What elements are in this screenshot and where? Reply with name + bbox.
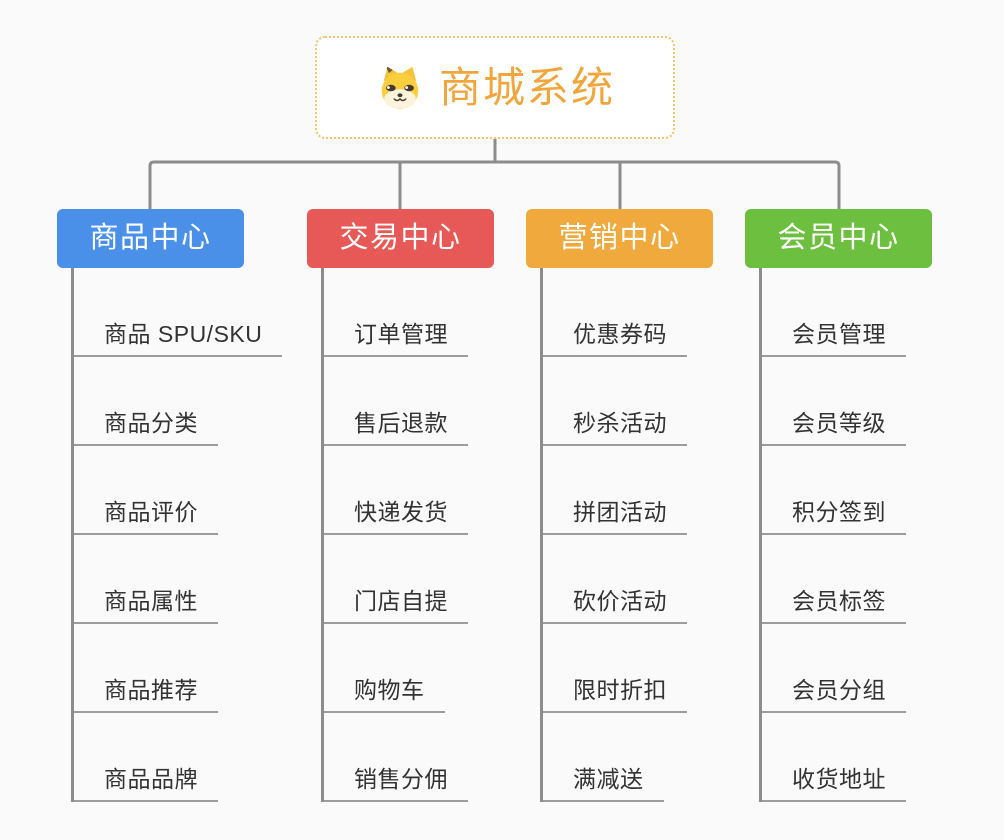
leaf-label: 收货地址 <box>792 766 886 792</box>
leaf-item[interactable]: 商品推荐 <box>74 624 218 713</box>
leaf-item[interactable]: 商品品牌 <box>74 713 218 802</box>
branch-label: 商品中心 <box>89 222 212 254</box>
leaf-item[interactable]: 会员管理 <box>762 268 906 357</box>
branch-marketing-center[interactable]: 营销中心 <box>526 209 713 268</box>
leaf-label: 拼团活动 <box>573 499 667 525</box>
branch-label: 会员中心 <box>777 222 900 254</box>
leaf-item[interactable]: 满减送 <box>543 713 664 802</box>
leaf-item[interactable]: 限时折扣 <box>543 624 687 713</box>
leaf-label: 商品分类 <box>104 410 198 436</box>
leaf-label: 商品评价 <box>104 499 198 525</box>
branch-product-center[interactable]: 商品中心 <box>57 209 244 268</box>
leaf-item[interactable]: 秒杀活动 <box>543 357 687 446</box>
branch-label: 交易中心 <box>339 222 462 254</box>
leaf-label: 商品推荐 <box>104 677 198 703</box>
leaf-label: 满减送 <box>573 766 644 792</box>
leaf-column-trade: 订单管理 售后退款 快递发货 门店自提 购物车 销售分佣 <box>321 268 468 802</box>
branch-member-center[interactable]: 会员中心 <box>745 209 932 268</box>
leaf-label: 销售分佣 <box>354 766 448 792</box>
leaf-label: 会员标签 <box>792 588 886 614</box>
leaf-item[interactable]: 商品分类 <box>74 357 218 446</box>
leaf-label: 订单管理 <box>354 321 448 347</box>
leaf-item[interactable]: 会员分组 <box>762 624 906 713</box>
dog-face-icon <box>381 66 419 109</box>
leaf-label: 限时折扣 <box>573 677 667 703</box>
leaf-item[interactable]: 订单管理 <box>324 268 468 357</box>
leaf-label: 商品品牌 <box>104 766 198 792</box>
leaf-label: 优惠券码 <box>573 321 667 347</box>
leaf-item[interactable]: 售后退款 <box>324 357 468 446</box>
root-node[interactable]: 商城系统 <box>315 36 675 139</box>
leaf-item[interactable]: 商品 SPU/SKU <box>74 268 283 357</box>
leaf-label: 购物车 <box>354 677 425 703</box>
leaf-label: 售后退款 <box>354 410 448 436</box>
leaf-label: 会员等级 <box>792 410 886 436</box>
leaf-item[interactable]: 优惠券码 <box>543 268 687 357</box>
leaf-column-member: 会员管理 会员等级 积分签到 会员标签 会员分组 收货地址 <box>759 268 906 802</box>
leaf-label: 会员管理 <box>792 321 886 347</box>
leaf-label: 商品 SPU/SKU <box>104 321 263 347</box>
branch-trade-center[interactable]: 交易中心 <box>307 209 494 268</box>
leaf-item[interactable]: 会员等级 <box>762 357 906 446</box>
leaf-label: 门店自提 <box>354 588 448 614</box>
leaf-item[interactable]: 商品属性 <box>74 535 218 624</box>
root-title: 商城系统 <box>438 63 615 111</box>
branch-label: 营销中心 <box>558 222 681 254</box>
leaf-item[interactable]: 会员标签 <box>762 535 906 624</box>
leaf-label: 秒杀活动 <box>573 410 667 436</box>
leaf-item[interactable]: 快递发货 <box>324 446 468 535</box>
leaf-label: 积分签到 <box>792 499 886 525</box>
leaf-item[interactable]: 购物车 <box>324 624 445 713</box>
leaf-column-marketing: 优惠券码 秒杀活动 拼团活动 砍价活动 限时折扣 满减送 <box>540 268 687 802</box>
leaf-label: 商品属性 <box>104 588 198 614</box>
leaf-item[interactable]: 商品评价 <box>74 446 218 535</box>
leaf-item[interactable]: 门店自提 <box>324 535 468 624</box>
leaf-label: 会员分组 <box>792 677 886 703</box>
leaf-item[interactable]: 收货地址 <box>762 713 906 802</box>
leaf-label: 快递发货 <box>354 499 448 525</box>
leaf-item[interactable]: 拼团活动 <box>543 446 687 535</box>
leaf-item[interactable]: 积分签到 <box>762 446 906 535</box>
leaf-item[interactable]: 销售分佣 <box>324 713 468 802</box>
leaf-column-product: 商品 SPU/SKU 商品分类 商品评价 商品属性 商品推荐 商品品牌 <box>71 268 283 802</box>
leaf-item[interactable]: 砍价活动 <box>543 535 687 624</box>
leaf-label: 砍价活动 <box>573 588 667 614</box>
